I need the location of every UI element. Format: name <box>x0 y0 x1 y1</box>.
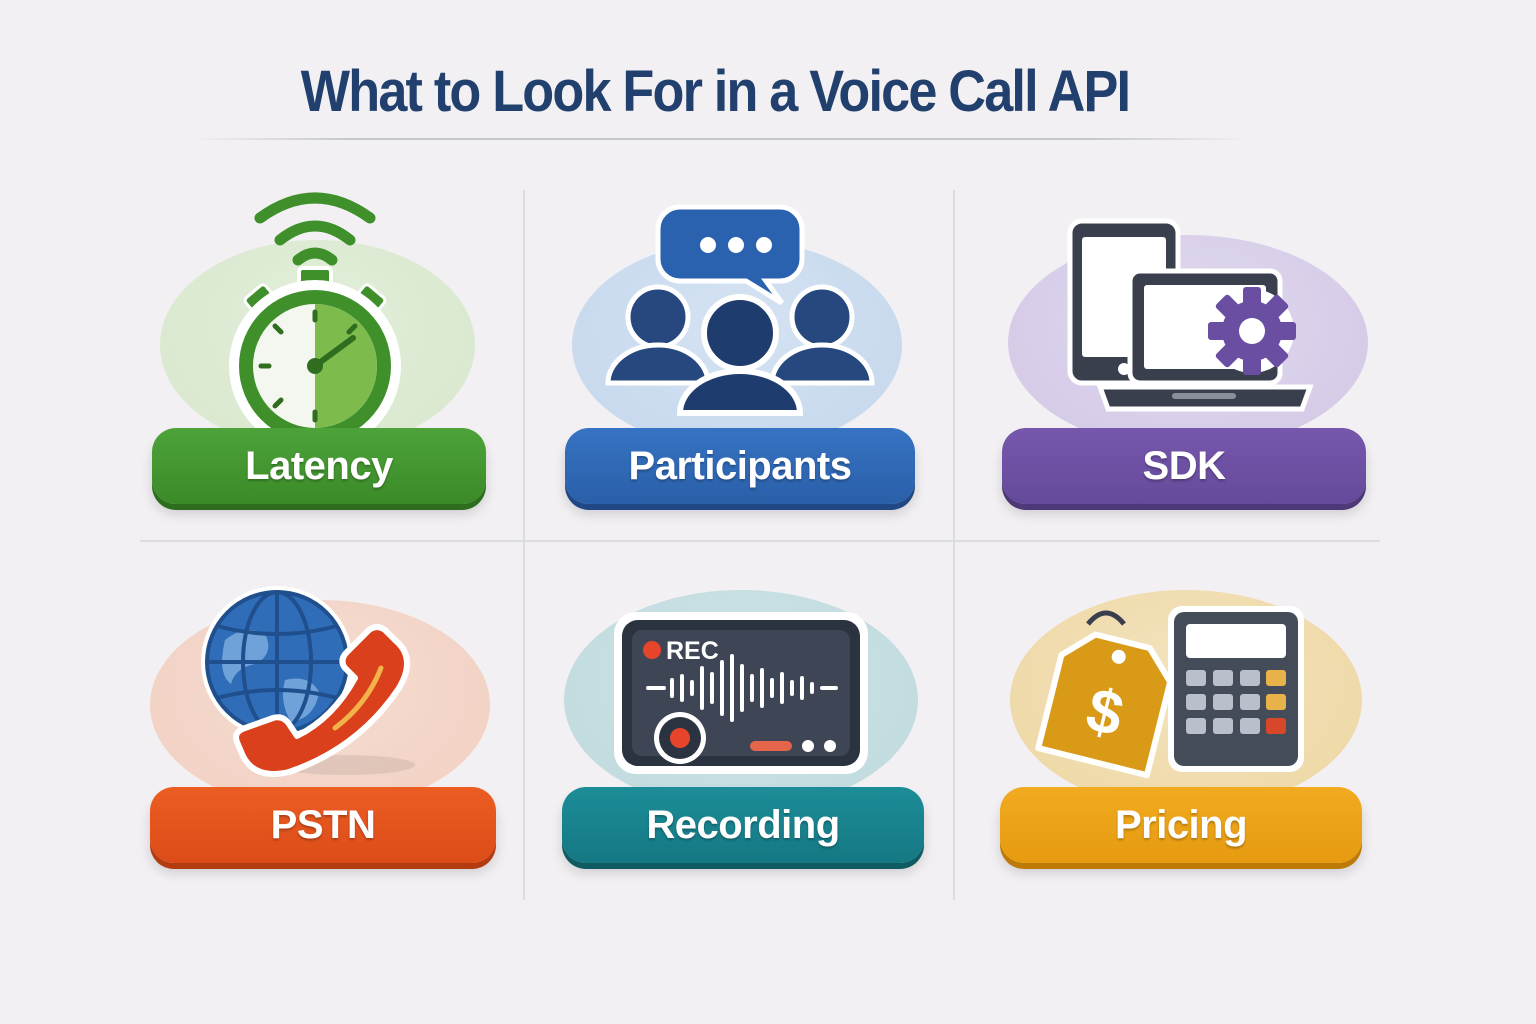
group-chat-icon <box>605 204 875 416</box>
grid-divider-vertical <box>523 190 525 900</box>
feature-label-recording: Recording <box>562 787 924 863</box>
recording-screen-label: REC <box>666 637 719 665</box>
recorder-waveform-icon: REC <box>614 612 868 774</box>
feature-label-participants: Participants <box>565 428 915 504</box>
feature-label-sdk: SDK <box>1002 428 1366 504</box>
title-divider <box>190 138 1250 140</box>
devices-gear-icon <box>1067 218 1314 412</box>
grid-divider-vertical <box>953 190 955 900</box>
feature-label-latency: Latency <box>152 428 486 504</box>
stopwatch-signal-icon <box>229 192 401 452</box>
grid-divider-horizontal <box>140 540 1380 542</box>
page-title: What to Look For in a Voice Call API <box>300 59 1131 124</box>
globe-phone-icon <box>201 586 415 777</box>
price-tag-calculator-icon: $ <box>1035 606 1304 779</box>
feature-label-pricing: Pricing <box>1000 787 1362 863</box>
feature-label-pstn: PSTN <box>150 787 496 863</box>
